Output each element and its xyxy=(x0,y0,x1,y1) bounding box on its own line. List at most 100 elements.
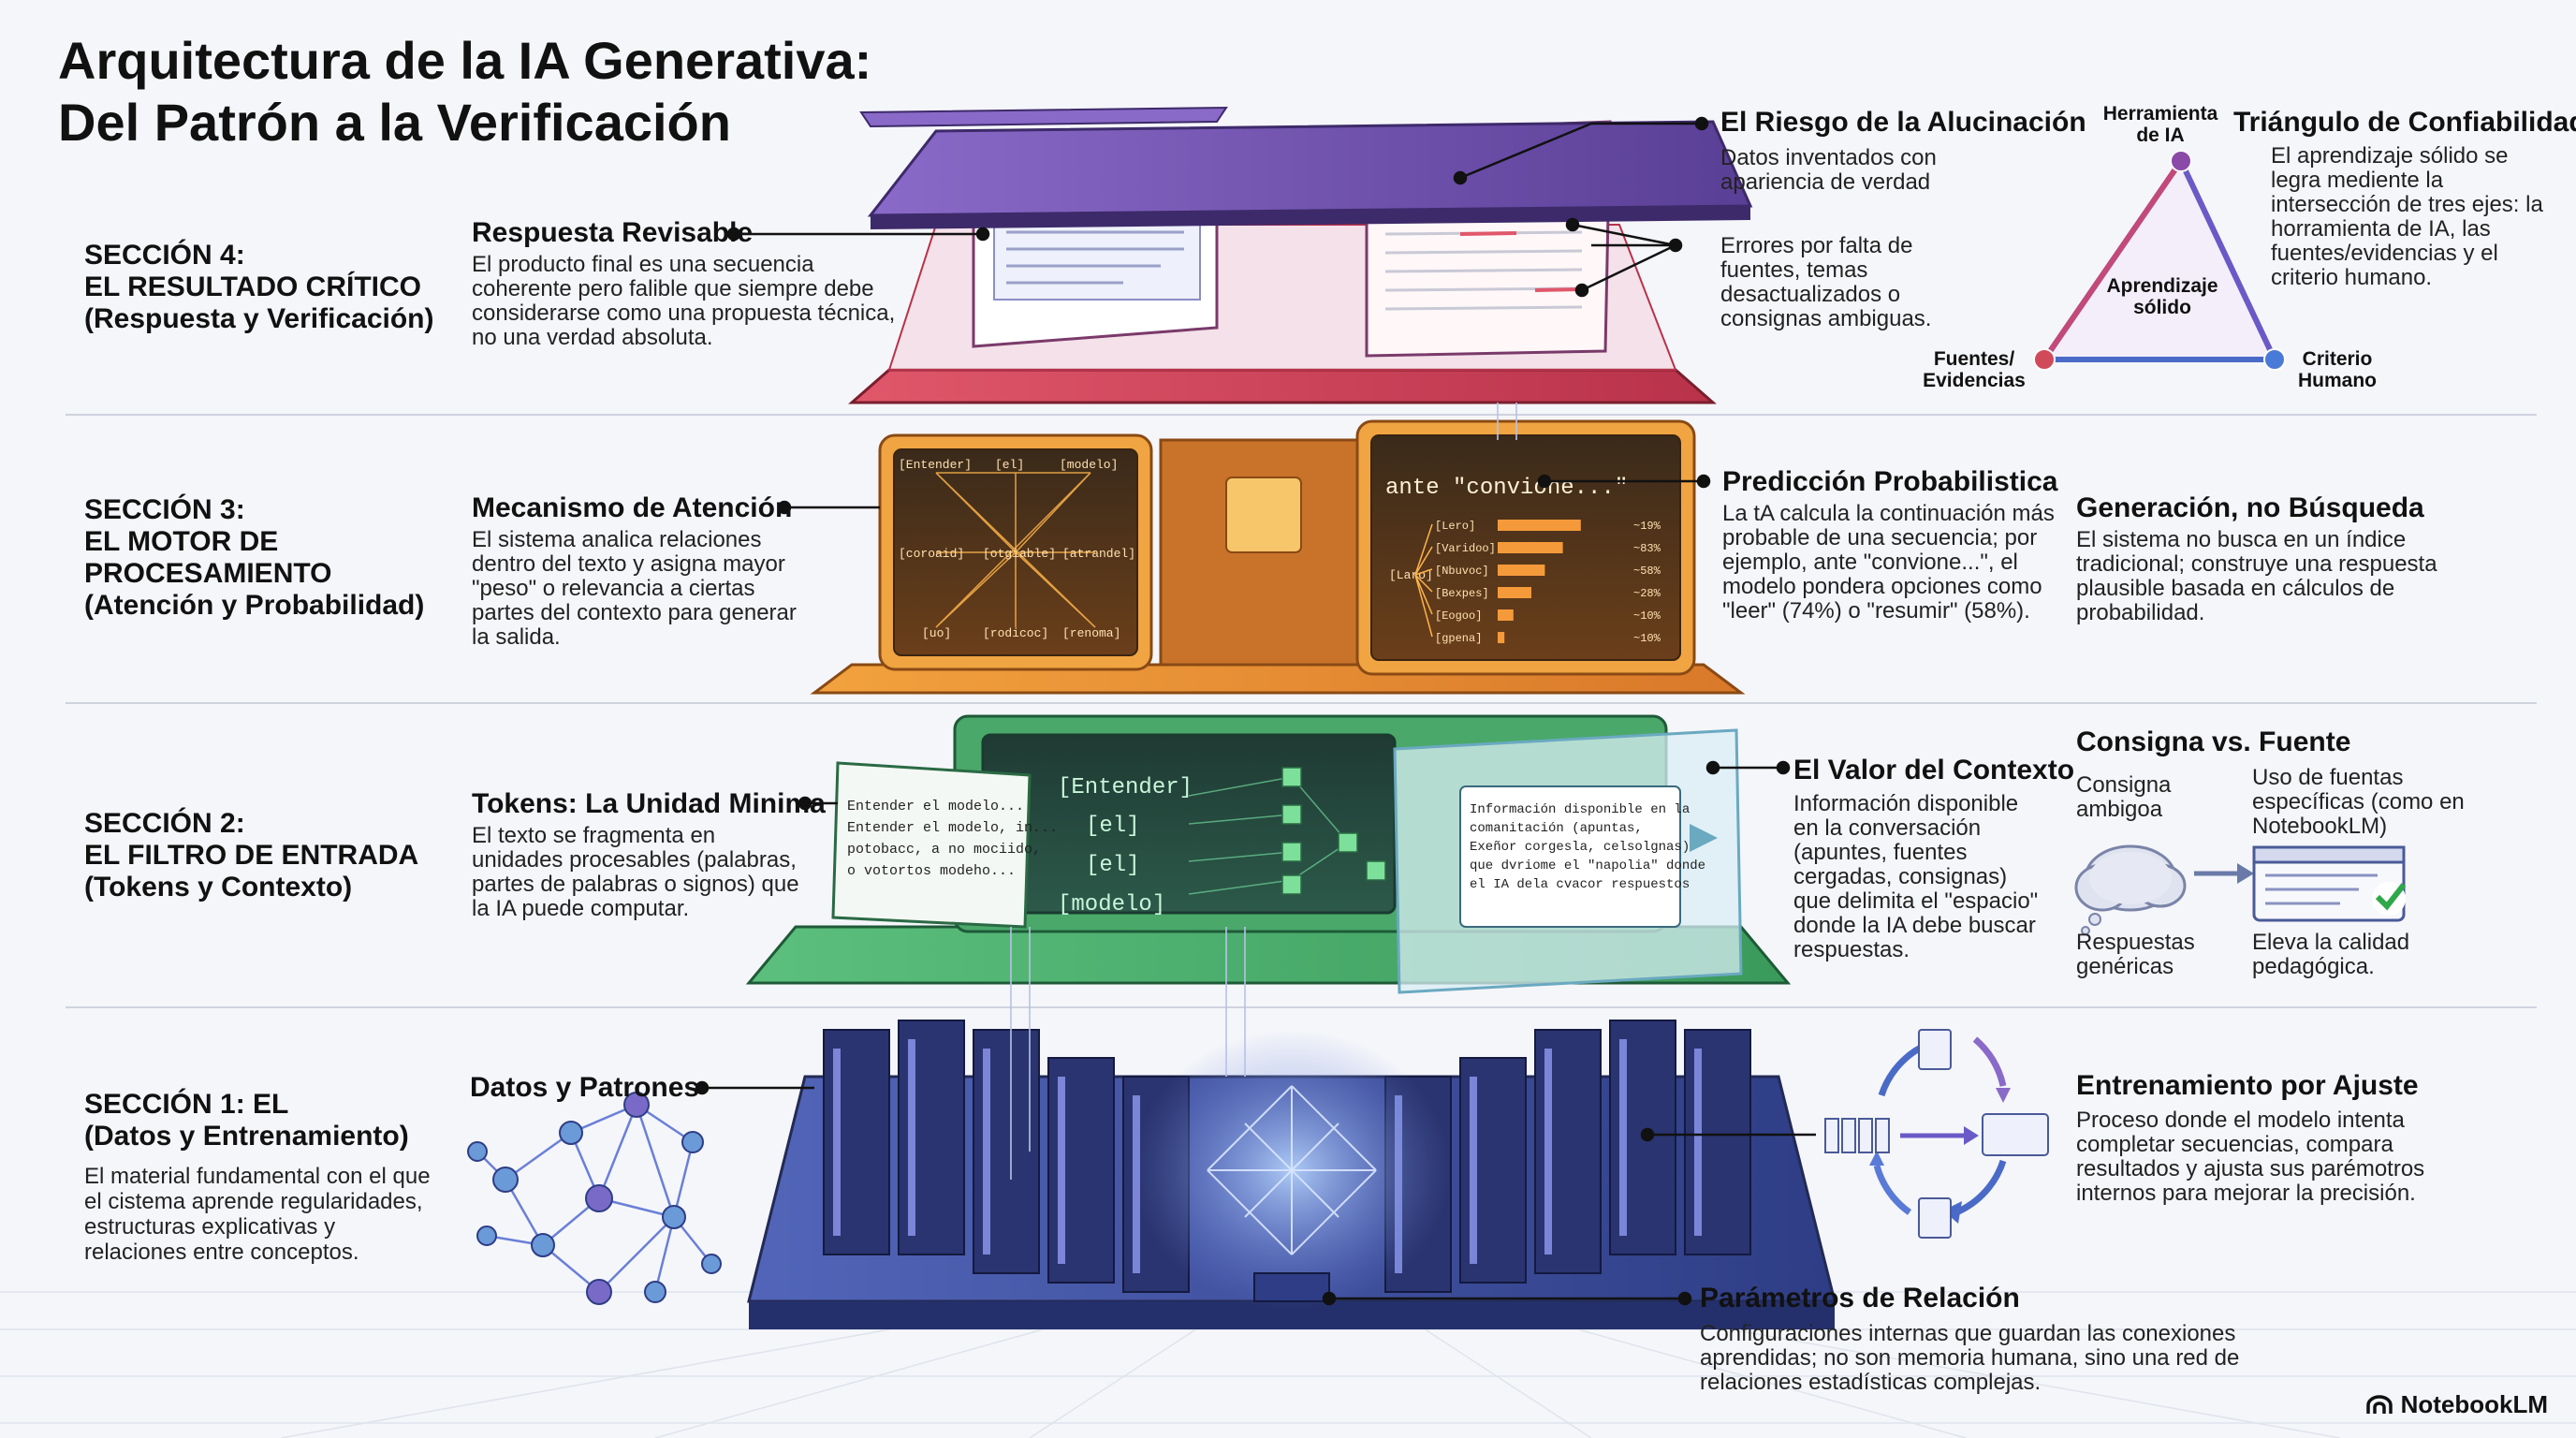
atencion-text: El sistema analica relaciones dentro del… xyxy=(472,527,797,650)
attention-node: [atrandel] xyxy=(1062,547,1135,561)
notebooklm-brand: NotebookLM xyxy=(2365,1390,2548,1419)
prediction-branch xyxy=(1414,568,1433,576)
section-1-label: SECCIÓN 1: EL (Datos y Entrenamiento) xyxy=(84,1089,409,1152)
consigna-right-bottom: Eleva la calidad pedagógica. xyxy=(2252,930,2410,979)
brand-name: NotebookLM xyxy=(2400,1390,2548,1418)
data-wires xyxy=(1010,403,1517,1180)
title-line-2: Del Patrón a la Verificación xyxy=(58,93,731,152)
section-divider xyxy=(66,414,2537,416)
section-3-label: SECCIÓN 3: EL MOTOR DE PROCESAMIENTO (At… xyxy=(84,494,425,621)
title-line-1: Arquitectura de la IA Generativa: xyxy=(58,31,872,90)
input-line: Entender el modelo, in... xyxy=(847,820,1058,836)
atencion-title: Mecanismo de Atención xyxy=(472,492,793,523)
prediction-source-token: [Laro] xyxy=(1389,568,1433,582)
notebooklm-logo-icon xyxy=(2365,1394,2393,1414)
triangulo-left-label: Fuentes/ Evidencias xyxy=(1923,348,2026,391)
attention-node: [rodicoc] xyxy=(983,626,1048,640)
context-line: que dvriome el "napolia" donde xyxy=(1470,858,1705,873)
section-2-label: SECCIÓN 2: EL FILTRO DE ENTRADA (Tokens … xyxy=(84,808,419,902)
prediction-probability-value: ~83% xyxy=(1633,542,1661,555)
contexto-text: Información disponible en la conversació… xyxy=(1793,791,2039,962)
prediction-branch xyxy=(1414,574,1433,615)
prediction-probability-bar xyxy=(1498,609,1514,621)
prediction-probability-value: ~10% xyxy=(1633,632,1661,645)
token-el-1: [el] xyxy=(1086,814,1140,839)
parametros-text: Configuraciones internas que guardan las… xyxy=(1700,1321,2240,1395)
section-divider xyxy=(66,702,2537,704)
pattern-network-graph xyxy=(467,1092,722,1305)
attention-node: [renoma] xyxy=(1062,626,1120,640)
prediccion-text: La tA calcula la continuación más probab… xyxy=(1722,501,2055,624)
prediction-probability-bar xyxy=(1498,542,1563,553)
input-filter-floor: [Entender] [el] [el] [modelo] Entender e… xyxy=(745,714,1792,994)
attention-node: [el] xyxy=(995,458,1024,472)
prediccion-title: Predicción Probabilistica xyxy=(1722,466,2058,497)
prediction-option-label: [Lero] xyxy=(1435,520,1475,533)
prediction-probability-value: ~10% xyxy=(1633,609,1661,623)
prediction-prompt: ante "convione..." xyxy=(1385,476,1628,501)
context-line: el IA dela cvacor respuestos xyxy=(1470,877,1690,892)
prediction-branch xyxy=(1414,546,1433,576)
attention-node: [uo] xyxy=(922,626,951,640)
attention-node: [otgiable] xyxy=(983,547,1056,561)
prediction-probability-bar xyxy=(1498,632,1505,643)
attention-node: [coroaid] xyxy=(899,547,964,561)
prediction-probability-bar xyxy=(1498,520,1581,531)
page-title: Arquitectura de la IA Generativa: Del Pa… xyxy=(58,30,871,154)
input-line: o votortos modeho... xyxy=(847,863,1016,879)
arrow-right-icon xyxy=(2194,863,2254,884)
input-line: Entender el modelo... xyxy=(847,799,1024,814)
attention-node: [modelo] xyxy=(1060,458,1118,472)
token-el-2: [el] xyxy=(1086,853,1140,878)
ambiguous-prompt-cloud-icon xyxy=(2074,844,2187,935)
server-floor xyxy=(747,1020,1837,1329)
datos-title: Datos y Patrones xyxy=(470,1072,700,1103)
prediction-probability-value: ~28% xyxy=(1633,587,1661,600)
triangulo-title: Triángulo de Confiabilidad xyxy=(2233,107,2576,138)
processing-engine-floor: [Entender] [el] [modelo] [coroaid] [otgi… xyxy=(810,419,1746,695)
consigna-left-bottom: Respuestas genéricas xyxy=(2076,930,2195,979)
triangulo-text: El aprendizaje sólido se legra mediente … xyxy=(2271,143,2543,290)
prediction-option-label: [Nbuvoc] xyxy=(1435,565,1489,578)
triangulo-center-label: Aprendizaje sólido xyxy=(2106,275,2218,318)
trust-triangle xyxy=(2033,150,2286,371)
entrenamiento-text: Proceso donde el modelo intenta completa… xyxy=(2076,1108,2425,1206)
probability-bars: [Lero]~19%[Varidoo]~83%[Nbuvoc]~58%[Bexp… xyxy=(1414,520,1661,645)
consigna-right-top: Uso de fuentas específicas (como en Note… xyxy=(2252,765,2465,839)
prediction-probability-bar xyxy=(1498,587,1531,598)
prediction-branch xyxy=(1414,574,1433,638)
tokens-text: El texto se fragmenta en unidades proces… xyxy=(472,823,799,921)
prediction-probability-bar xyxy=(1498,565,1545,576)
attention-node: [Entender] xyxy=(899,458,972,472)
input-text-panel: Entender el modelo... Entender el modelo… xyxy=(831,761,1058,929)
critical-result-floor xyxy=(848,106,1753,404)
consigna-title: Consigna vs. Fuente xyxy=(2076,726,2351,757)
prediction-option-label: [Eogoo] xyxy=(1435,609,1482,623)
triangulo-right-label: Criterio Humano xyxy=(2298,348,2377,391)
tokens-title: Tokens: La Unidad Minima xyxy=(472,788,826,819)
alucinacion-text-2: Errores por falta de fuentes, temas desa… xyxy=(1720,233,1932,331)
section-1-description: El material fundamental con el que el ci… xyxy=(84,1164,431,1265)
token-modelo: [modelo] xyxy=(1058,892,1165,917)
consigna-left-top: Consigna ambigoa xyxy=(2076,772,2172,822)
context-panel: Información disponible en la comanitació… xyxy=(1393,728,1743,994)
contexto-title: El Valor del Contexto xyxy=(1793,755,2075,785)
generacion-title: Generación, no Búsqueda xyxy=(2076,492,2424,523)
prediction-option-label: [Bexpes] xyxy=(1435,587,1489,600)
verified-document-icon xyxy=(2252,845,2407,922)
prediction-option-label: [Varidoo] xyxy=(1435,542,1496,555)
context-line: Exeñor corgesla, celsolgnas) xyxy=(1470,840,1690,855)
context-line: comanitación (apuntas, xyxy=(1470,821,1643,836)
alucinacion-title: El Riesgo de la Alucinación xyxy=(1720,107,2086,138)
alucinacion-text-1: Datos inventados con apariencia de verda… xyxy=(1720,145,1937,195)
prediction-option-label: [gpena] xyxy=(1435,632,1482,645)
input-line: potobacc, a no mociido, xyxy=(847,842,1041,858)
prediction-branch xyxy=(1414,523,1433,576)
training-cycle-diagram xyxy=(1824,1029,2049,1239)
respuesta-text: El producto final es una secuencia coher… xyxy=(472,252,896,350)
section-4-label: SECCIÓN 4: EL RESULTADO CRÍTICO (Respues… xyxy=(84,240,434,334)
prediction-probability-value: ~19% xyxy=(1633,520,1661,533)
generacion-text: El sistema no busca en un índice tradici… xyxy=(2076,527,2437,625)
token-entender: [Entender] xyxy=(1058,775,1193,800)
